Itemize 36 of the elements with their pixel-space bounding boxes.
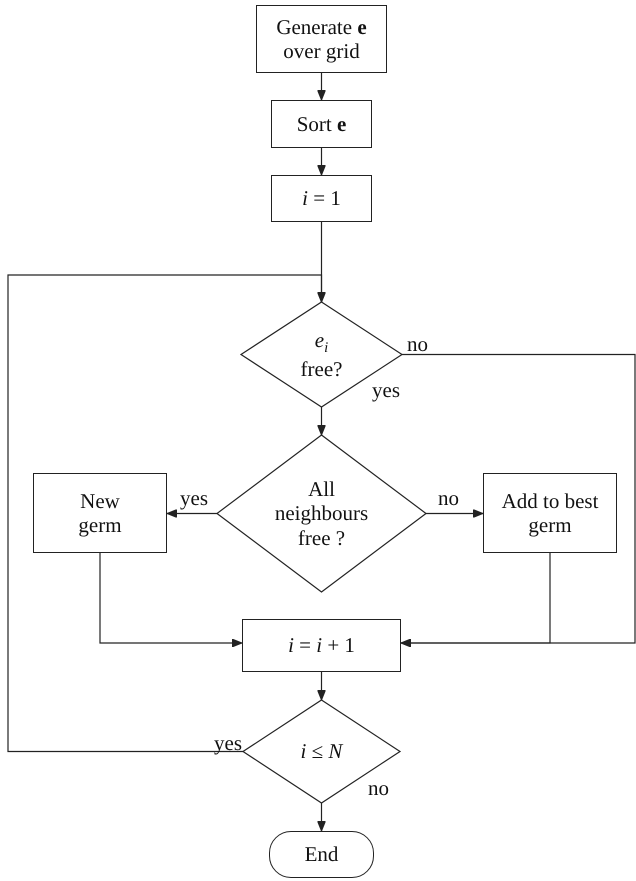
- edge-label: no: [438, 488, 459, 509]
- node-text: Sort e: [296, 112, 346, 136]
- process-box: [271, 100, 372, 148]
- edge-label: no: [407, 334, 428, 355]
- edge-label: yes: [372, 380, 400, 401]
- node-text: e$_{i}$ free?: [300, 328, 344, 382]
- node-text: i = 1: [302, 186, 341, 211]
- edge-label: yes: [180, 488, 208, 509]
- process-box: [271, 175, 372, 222]
- arrow: [7, 274, 326, 752]
- edge-label: no: [368, 778, 389, 799]
- arrow: [426, 509, 484, 518]
- decision-diamond: [241, 302, 402, 407]
- process-box: [256, 5, 387, 73]
- edge-label: yes: [214, 733, 242, 754]
- node-text: Add to best germ: [500, 488, 600, 538]
- terminal-box: [269, 831, 374, 878]
- arrow: [317, 803, 326, 832]
- node-text: i = i + 1: [288, 633, 355, 658]
- arrow: [317, 672, 326, 700]
- arrow: [317, 73, 326, 100]
- process-box: [242, 619, 401, 672]
- arrow: [400, 553, 551, 648]
- node-text: New germ: [77, 488, 123, 538]
- decision-diamond: [217, 435, 426, 592]
- decision-diamond: [243, 700, 400, 803]
- arrow: [99, 553, 242, 648]
- node-text: i ≤ N: [300, 739, 342, 764]
- arrow: [166, 509, 217, 518]
- arrow: [317, 148, 326, 176]
- node-text: All neighbours free ?: [274, 477, 370, 550]
- node-text: Generate e over grid: [275, 14, 368, 64]
- node-text: End: [304, 842, 338, 867]
- process-box: [483, 473, 617, 553]
- process-box: [33, 473, 167, 553]
- arrow: [317, 407, 326, 436]
